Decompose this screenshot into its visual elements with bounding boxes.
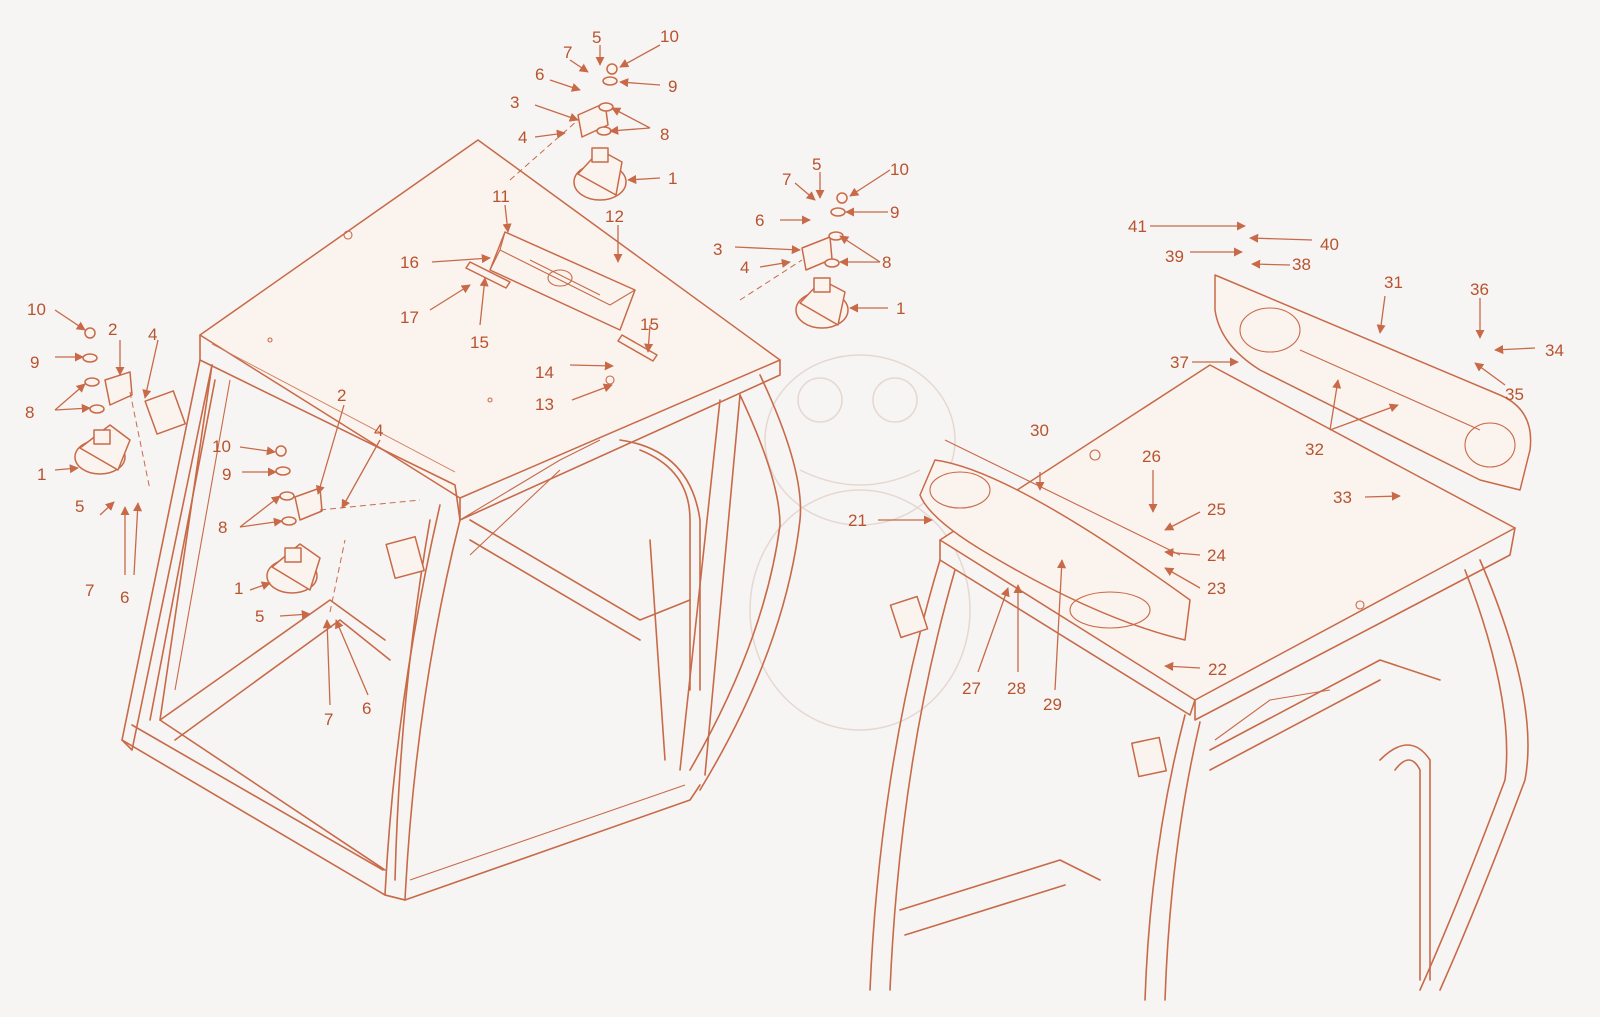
callout-number: 12 [605,207,624,226]
callout-number: 41 [1128,217,1147,236]
callout-number: 35 [1505,385,1524,404]
callout-number: 30 [1030,421,1049,440]
callout-number: 5 [812,155,821,174]
callout-number: 10 [660,27,679,46]
front-light-assembly [266,445,421,613]
callout-number: 22 [1208,660,1227,679]
callout-number: 14 [535,363,554,382]
callout-number: 9 [30,353,39,372]
callout-number: 1 [668,169,677,188]
callout-number: 1 [234,579,243,598]
callout-number: 5 [255,607,264,626]
callout-number: 6 [362,699,371,718]
callout-number: 34 [1545,341,1564,360]
left-light-assembly [74,327,151,491]
callout-number: 36 [1470,280,1489,299]
callout-number: 3 [510,93,519,112]
callout-number: 11 [492,187,510,206]
callout-number: 4 [374,421,383,440]
callout-number: 4 [740,258,749,277]
callout-number: 13 [535,395,554,414]
callout-number: 17 [400,308,419,327]
callout-number: 8 [882,253,891,272]
callout-number: 25 [1207,500,1226,519]
callout-number: 27 [962,679,981,698]
callout-number: 4 [148,325,157,344]
left-cab-frame [121,139,802,901]
callout-number: 7 [782,170,791,189]
callout-number: 8 [660,125,669,144]
front-speaker-pod [919,439,1191,641]
callout-number: 15 [470,333,489,352]
callout-number: 5 [75,497,84,516]
callout-number: 6 [755,211,764,230]
rear-light-assembly [739,192,849,329]
callout-number: 3 [713,240,722,259]
callout-leaders [54,44,1536,706]
callout-number: 5 [592,28,601,47]
callout-number: 40 [1320,235,1339,254]
callout-number: 7 [563,43,572,62]
callout-number: 2 [108,320,117,339]
callout-number: 1 [37,465,46,484]
callout-number: 24 [1207,546,1226,565]
callout-number: 32 [1305,440,1324,459]
callout-number: 10 [890,160,909,179]
top-light-assembly [509,63,627,201]
callout-number: 23 [1207,579,1226,598]
callout-number: 7 [85,581,94,600]
callout-number: 8 [25,403,34,422]
callout-number: 10 [27,300,46,319]
callout-number: 39 [1165,247,1184,266]
callout-number: 21 [848,511,867,530]
callout-number: 38 [1292,255,1311,274]
callout-number: 26 [1142,447,1161,466]
roof-speaker-pod [489,231,636,331]
callout-number: 1 [896,299,905,318]
callout-number: 9 [668,77,677,96]
callout-number: 2 [337,386,346,405]
callout-number: 16 [400,253,419,272]
rear-speaker-pod [1214,274,1532,491]
watermark-mascot [749,354,971,731]
callout-number: 6 [535,65,544,84]
callout-number: 29 [1043,695,1062,714]
callout-number: 9 [890,203,899,222]
callout-number: 37 [1170,353,1189,372]
callout-number: 15 [640,315,659,334]
callout-number: 8 [218,518,227,537]
callout-number: 10 [212,437,231,456]
callout-number: 28 [1007,679,1026,698]
callout-number: 31 [1384,273,1403,292]
right-cab-frame [869,364,1529,1001]
callout-number: 7 [324,710,333,729]
callout-number: 33 [1333,488,1352,507]
callout-number: 9 [222,465,231,484]
callout-number: 6 [120,588,129,607]
callout-number: 4 [518,128,527,147]
